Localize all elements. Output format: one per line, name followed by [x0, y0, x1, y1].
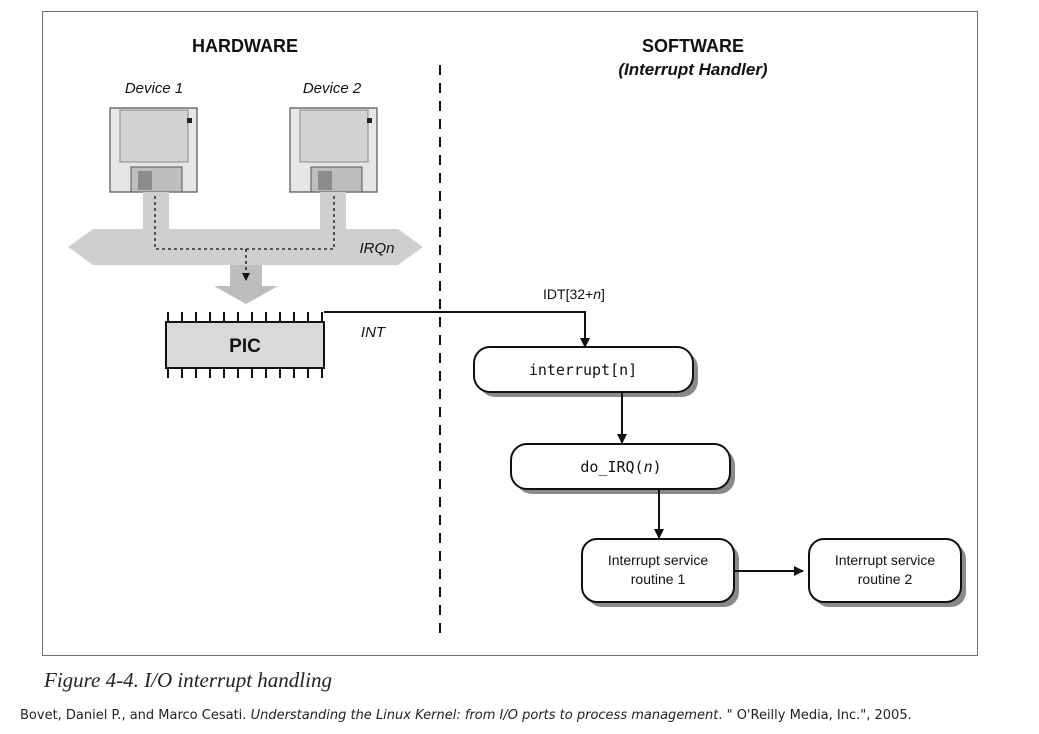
hardware-title: HARDWARE	[192, 36, 298, 56]
software-title: SOFTWARE	[642, 36, 744, 56]
pic-chip: PIC	[165, 312, 325, 378]
device2-connector	[320, 192, 346, 230]
isr1-label-line2: routine 1	[631, 571, 686, 587]
figure-caption: Figure 4-4. I/O interrupt handling	[44, 668, 332, 692]
interrupt-n-box	[473, 346, 694, 393]
device1-label: Device 1	[125, 80, 183, 97]
isr2-box	[808, 538, 962, 603]
int-label: INT	[361, 324, 387, 341]
isr1-label-line1: Interrupt service	[608, 552, 709, 568]
irq-down-arrow-icon	[214, 265, 278, 304]
citation-rest: . " O'Reilly Media, Inc.", 2005.	[718, 708, 912, 723]
software-subtitle: (Interrupt Handler)	[618, 60, 768, 79]
do-irq-label: do_IRQ(n)	[580, 458, 661, 476]
idt-label: IDT[32+n]	[543, 286, 605, 302]
isr2-label-line1: Interrupt service	[835, 552, 936, 568]
device1-disk-icon	[109, 107, 198, 193]
device1-connector	[143, 192, 169, 230]
citation-title: Understanding the Linux Kernel: from I/O…	[250, 708, 719, 723]
pic-label: PIC	[229, 336, 261, 357]
irq-bus-label: IRQn	[359, 240, 394, 257]
irq-signal-path	[154, 196, 335, 250]
citation-authors: Bovet, Daniel P., and Marco Cesati.	[20, 708, 251, 723]
device2-disk-icon	[289, 107, 378, 193]
citation: Bovet, Daniel P., and Marco Cesati. Unde…	[20, 708, 912, 723]
device2-label: Device 2	[303, 80, 362, 97]
do-irq-box	[510, 443, 731, 490]
int-line	[324, 311, 590, 348]
interrupt-n-label: interrupt[n]	[529, 361, 637, 379]
isr2-label-line2: routine 2	[858, 571, 913, 587]
